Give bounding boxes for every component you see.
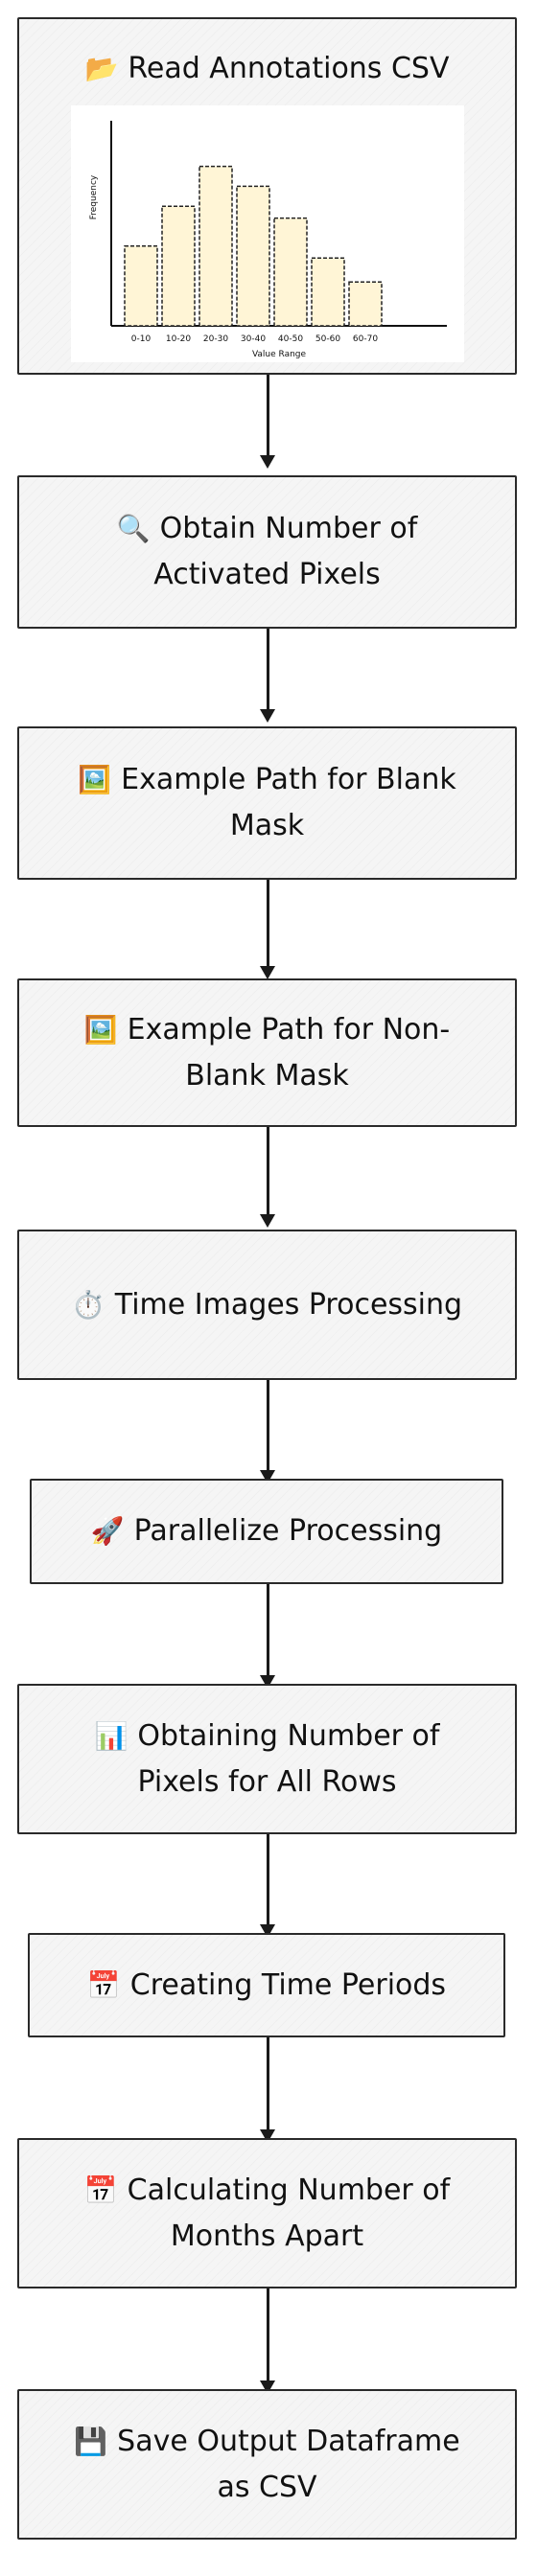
histogram-bar (160, 205, 196, 327)
arrowhead-icon (260, 1214, 275, 1228)
node-label: Obtain Number of Activated Pixels (153, 512, 418, 591)
node-months-apart: 📅 Calculating Number of Months Apart (17, 2138, 517, 2288)
node-label: Example Path for Blank Mask (121, 763, 456, 842)
edge-arrow (267, 1127, 269, 1216)
node-read-annotations-csv: 📂 Read Annotations CSV 0-10 10-20 20-30 30-4… (17, 17, 517, 375)
histogram-bar (310, 257, 345, 327)
stopwatch-icon: ⏱️ (71, 1288, 105, 1321)
node-label: Creating Time Periods (129, 1967, 447, 2002)
floppy-disk-icon: 💾 (74, 2425, 108, 2457)
node-parallelize-processing: 🚀Parallelize Processing (30, 1479, 503, 1584)
edge-arrow (267, 880, 269, 968)
x-tick-label: 50-60 (315, 334, 339, 344)
x-axis-title: Value Range (251, 350, 306, 359)
bar-chart-icon: 📊 (94, 1719, 128, 1752)
folder-icon: 📂 (84, 53, 119, 84)
edge-arrow (267, 1584, 269, 1677)
picture-icon: 🖼️ (78, 764, 112, 795)
node-creating-time-periods: 📅Creating Time Periods (28, 1933, 505, 2037)
histogram-bar (272, 217, 308, 327)
histogram-bar (123, 245, 158, 327)
x-tick-label: 10-20 (165, 334, 190, 344)
node-label: Calculating Number of Months Apart (127, 2173, 451, 2253)
arrowhead-icon (260, 709, 275, 723)
node-label: Read Annotations CSV (128, 52, 450, 85)
node-label: Parallelize Processing (133, 1514, 443, 1548)
edge-arrow (267, 375, 269, 457)
picture-icon: 🖼️ (83, 1013, 118, 1046)
node-obtain-activated-pixels: 🔍Obtain Number of Activated Pixels (17, 475, 517, 629)
node-time-images-processing: ⏱️ Time Images Processing (17, 1230, 517, 1380)
x-tick-label: 0-10 (130, 334, 151, 344)
arrowhead-icon (260, 966, 275, 979)
node-label: Obtaining Number of Pixels for All Rows (137, 1718, 440, 1799)
calendar-icon: 📅 (86, 1968, 121, 2001)
node-label: Time Images Processing (114, 1287, 463, 1322)
x-tick-label: 60-70 (352, 334, 377, 344)
node-label: Example Path for Non-Blank Mask (127, 1012, 451, 1092)
calendar-icon: 📅 (83, 2174, 118, 2206)
x-tick-label: 30-40 (240, 334, 265, 344)
node-obtaining-pixels-all-rows: 📊 Obtaining Number of Pixels for All Rows (17, 1684, 517, 1834)
node-example-blank-mask: 🖼️ Example Path for Blank Mask (17, 726, 517, 880)
x-tick-label: 20-30 (202, 334, 227, 344)
y-axis-title: Frequency (89, 174, 99, 219)
histogram-bar (198, 165, 233, 327)
magnifier-icon: 🔍 (116, 513, 151, 544)
node-example-non-blank-mask: 🖼️ Example Path for Non-Blank Mask (17, 978, 517, 1127)
edge-arrow (267, 2288, 269, 2382)
histogram-bar (235, 185, 270, 327)
x-tick-label: 40-50 (277, 334, 302, 344)
edge-arrow (267, 629, 269, 711)
edge-arrow (267, 1380, 269, 1472)
arrowhead-icon (260, 455, 275, 469)
rocket-icon: 🚀 (90, 1515, 125, 1547)
node-save-output-csv: 💾 Save Output Dataframe as CSV (17, 2389, 517, 2540)
node-label: Save Output Dataframe as CSV (117, 2424, 460, 2504)
histogram-chart: 0-10 10-20 20-30 30-40 40-50 50-60 60-70Value … (70, 105, 464, 362)
edge-arrow (267, 1834, 269, 1926)
histogram-bar (347, 281, 383, 327)
edge-arrow (267, 2037, 269, 2131)
